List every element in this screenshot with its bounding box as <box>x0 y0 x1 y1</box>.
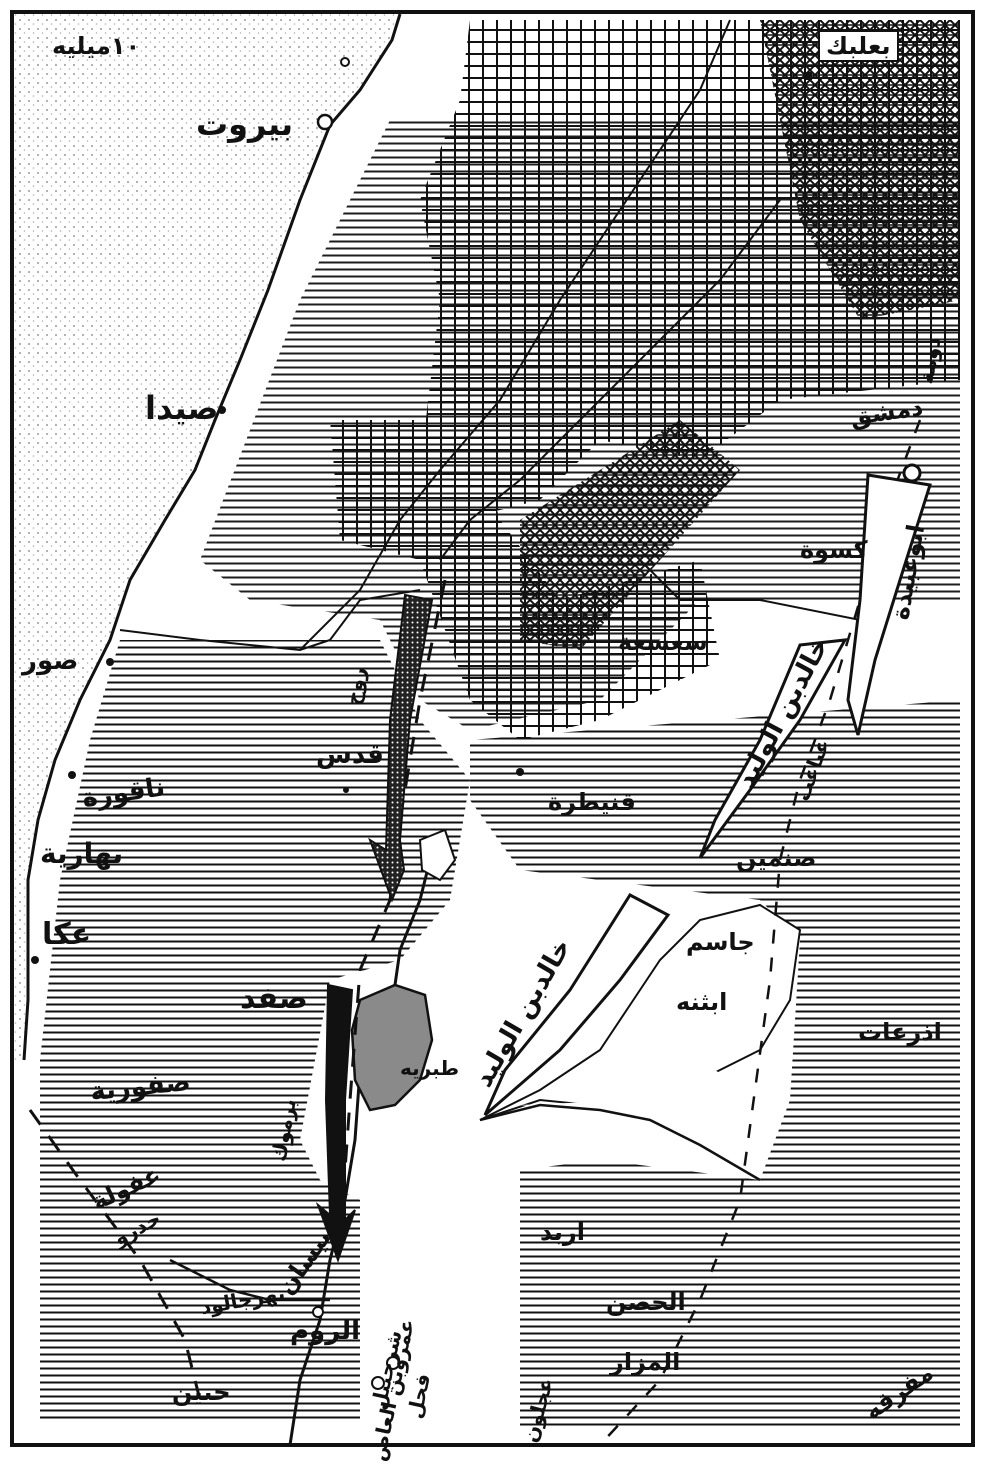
marker-qadas <box>343 787 349 793</box>
label-beirut: بيروت <box>196 105 294 143</box>
land-hatching-east <box>470 700 960 1430</box>
arrow-black-north <box>368 593 434 903</box>
label-saasa: سعسعة <box>618 628 708 656</box>
marker-scale-dot <box>340 57 350 67</box>
plain-southeast <box>520 1060 760 1180</box>
label-tiberias: طبريه <box>400 1056 460 1080</box>
arrow-khalid-south <box>483 893 671 1117</box>
marker-fahl-2 <box>371 1376 385 1390</box>
scale-label: ١٠ميليه <box>52 32 141 60</box>
marker-damascus <box>902 463 922 483</box>
marker-sidon <box>218 406 226 414</box>
yarmouk-river <box>479 1103 761 1182</box>
label-jasim: جاسم <box>686 928 755 956</box>
label-ithna: ابثنه <box>676 988 728 1016</box>
label-sidon: صيدا <box>145 389 219 427</box>
arrow-khalid-north <box>698 638 848 859</box>
marker-quneitra <box>516 768 524 776</box>
mediterranean-sea <box>14 14 400 1060</box>
label-baalbek: بعلبك <box>818 30 899 62</box>
land-hatching-west <box>40 640 470 1420</box>
label-husn: الحصن <box>606 1288 686 1316</box>
label-tyre: صور <box>22 646 79 676</box>
label-adhriat: اذرعات <box>858 1018 942 1046</box>
marker-acre <box>31 956 39 964</box>
label-quneitra: قنيطرة <box>548 788 636 816</box>
jalud-river <box>169 1258 330 1302</box>
road-central <box>439 199 781 561</box>
marker-baysan <box>312 1306 324 1318</box>
marker-tyre <box>106 658 114 666</box>
label-nahariya: نهارية <box>40 837 124 870</box>
label-safad: صفد <box>240 981 308 1016</box>
label-rum: الروم <box>290 1316 361 1346</box>
mountain-grid-antilebanon <box>760 20 960 320</box>
litani-line <box>119 589 421 652</box>
label-ruh: روح <box>340 665 371 707</box>
label-irbid: اربد <box>540 1218 585 1246</box>
label-sanamein: صنمين <box>736 844 817 872</box>
label-acre: عكا <box>42 917 92 952</box>
coastline <box>22 13 402 1061</box>
road-north <box>299 19 731 651</box>
marker-beirut <box>316 113 334 131</box>
marker-fahl <box>386 1356 400 1370</box>
lake-hula <box>418 828 457 882</box>
arrow-abu-ubayda <box>846 473 932 736</box>
marker-baalbek <box>804 72 812 80</box>
route-dashed-jordan <box>338 579 447 1241</box>
label-jenin: جنين <box>172 1378 231 1406</box>
label-mazar: المزار <box>610 1348 681 1376</box>
route-dashed-west <box>28 1109 202 1401</box>
label-kiswa: كسوة <box>800 536 868 564</box>
mountain-grid-hermon <box>520 420 740 650</box>
arrow-black-south <box>315 983 356 1264</box>
marker-naqoura <box>68 771 76 779</box>
label-qadas: قدس <box>316 740 384 770</box>
